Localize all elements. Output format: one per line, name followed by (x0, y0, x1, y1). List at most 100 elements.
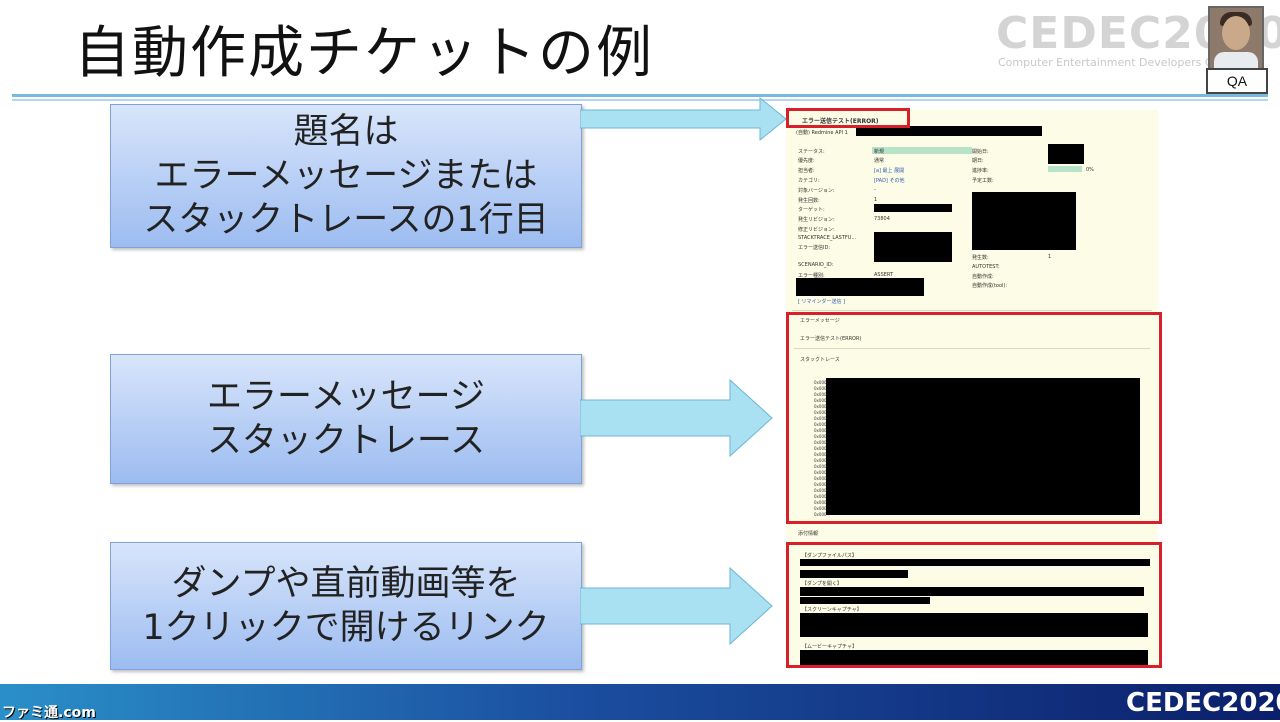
field-label: 発生回数: (798, 198, 820, 204)
stacktrace-line: 0x000 (814, 416, 827, 421)
field-label: SCENARIO_ID: (798, 262, 834, 268)
stacktrace-highlight (786, 312, 1162, 524)
field-label: AUTOTEST: (972, 264, 1000, 270)
field-value: 1 (1048, 254, 1052, 260)
box-line: スタックトレースの1行目 (143, 200, 549, 240)
redacted-block (800, 587, 1144, 596)
box-line: 1クリックで開けるリンク (142, 608, 550, 648)
box-line: 題名は (293, 112, 399, 152)
subject-explanation-box: 題名は エラーメッセージまたは スタックトレースの1行目 (110, 104, 582, 248)
field-label: 優先度: (798, 158, 815, 164)
field-value: ASSERT (874, 272, 894, 278)
field-value: 1 (874, 197, 878, 203)
field-label: 修正リビジョン: (798, 227, 835, 233)
redacted-block (972, 192, 1076, 250)
stacktrace-line: 0x000 (814, 464, 827, 469)
redacted-block (856, 126, 1042, 136)
stacktrace-line: 0x000 (814, 512, 827, 517)
redacted-block (800, 597, 930, 604)
stacktrace-line: 0x000 (814, 476, 827, 481)
presenter-shirt (1214, 52, 1258, 70)
stacktrace-line: 0x000 (814, 494, 827, 499)
stacktrace-line: 0x000 (814, 482, 827, 487)
field-label: 進捗率: (972, 168, 989, 174)
redacted-block (874, 204, 952, 212)
stacktrace-line: 0x000 (814, 446, 827, 451)
field-label: 担当者: (798, 168, 815, 174)
movie-label[interactable]: 【ムービーキャプチャ】 (802, 644, 857, 650)
arrow-right-icon (580, 96, 787, 142)
field-label: カテゴリ: (798, 178, 820, 184)
redacted-block (1048, 144, 1084, 164)
redacted-block (796, 278, 924, 296)
redacted-block (800, 570, 908, 578)
box-line: エラーメッセージ (207, 377, 485, 417)
stacktrace-line: 0x000 (814, 506, 827, 511)
arrow-right-icon (580, 378, 773, 458)
field-value[interactable]: [a] 最上 展開 (874, 168, 905, 174)
field-label: 自動作成(tool): (972, 283, 1008, 289)
cedec-logo-subtitle: Computer Entertainment Developers Confe (998, 56, 1237, 69)
stacktrace-line: 0x000 (814, 398, 827, 403)
divider (794, 348, 1150, 349)
reminder-link[interactable]: [ リマインダー送信 ] (798, 299, 846, 305)
field-label: 発生リビジョン: (798, 217, 835, 223)
stacktrace-line: 0x000 (814, 434, 827, 439)
status-highlight (872, 147, 972, 154)
stacktrace-line: 0x000 (814, 386, 827, 391)
stacktrace-label: スタックトレース (800, 357, 840, 363)
stacktrace-line: 0x000 (814, 392, 827, 397)
redacted-block (874, 232, 952, 262)
links-explanation-box: ダンプや直前動画等を 1クリックで開けるリンク (110, 542, 582, 670)
slide-title: 自動作成チケットの例 (74, 21, 654, 86)
stacktrace-line: 0x000 (814, 470, 827, 475)
redacted-block (800, 559, 1150, 566)
dump-open-label[interactable]: 【ダンプを開く】 (802, 581, 842, 587)
header-rule (12, 94, 1268, 97)
stacktrace-line: 0x000 (814, 500, 827, 505)
field-value: - (874, 187, 876, 193)
watermark: ファミ通.com (2, 705, 96, 721)
field-label: 発生数: (972, 255, 989, 261)
footer-bar (0, 684, 1280, 720)
field-label: エラー送信ID: (798, 245, 831, 251)
field-label: エラー種別: (798, 273, 825, 279)
stacktrace-line: 0x000 (814, 452, 827, 457)
stacktrace-line: 0x000 (814, 440, 827, 445)
stacktrace-line: 0x000 (814, 410, 827, 415)
ticket-screenshot: エラー送信テスト(ERROR) (自動) Redmine API 1 ステータス… (786, 110, 1158, 666)
progress-value: 0% (1086, 167, 1094, 173)
stacktrace-line: 0x000 (814, 380, 827, 385)
field-label: 開始日: (972, 149, 989, 155)
redacted-stacktrace (826, 378, 1140, 515)
qa-button[interactable]: QA (1206, 68, 1268, 94)
field-label: 予定工数: (972, 178, 994, 184)
header-rule-light (12, 99, 1268, 101)
box-line: ダンプや直前動画等を (171, 564, 521, 604)
field-label: 期日: (972, 158, 984, 164)
presenter-face (1222, 16, 1250, 50)
stacktrace-line: 0x000 (814, 428, 827, 433)
field-value: 73804 (874, 216, 890, 222)
arrow-right-icon (580, 566, 773, 646)
field-label: 対象バージョン: (798, 188, 835, 194)
field-label: 自動作成: (972, 274, 994, 280)
box-line: エラーメッセージまたは (154, 156, 538, 196)
attachments-label: 添付情報 (798, 531, 819, 537)
redacted-block (800, 650, 1148, 666)
ticket-subject: エラー送信テスト(ERROR) (802, 118, 879, 125)
stacktrace-line: 0x000 (814, 458, 827, 463)
footer-logo: CEDEC2020 (1126, 688, 1280, 718)
stacktrace-line: 0x000 (814, 422, 827, 427)
dump-path-label: 【ダンプファイルパス】 (802, 553, 857, 559)
stacktrace-line: 0x000 (814, 488, 827, 493)
screenshot-label[interactable]: 【スクリーンキャプチャ】 (802, 607, 862, 613)
progress-bar (1048, 166, 1082, 172)
presenter-video (1208, 6, 1264, 72)
redacted-block (800, 613, 1148, 637)
field-value[interactable]: [PAD] その他 (874, 178, 905, 184)
divider (792, 310, 1152, 311)
error-message-value: エラー送信テスト(ERROR) (800, 336, 862, 342)
stacktrace-line: 0x000 (814, 404, 827, 409)
subject-highlight (786, 108, 910, 128)
